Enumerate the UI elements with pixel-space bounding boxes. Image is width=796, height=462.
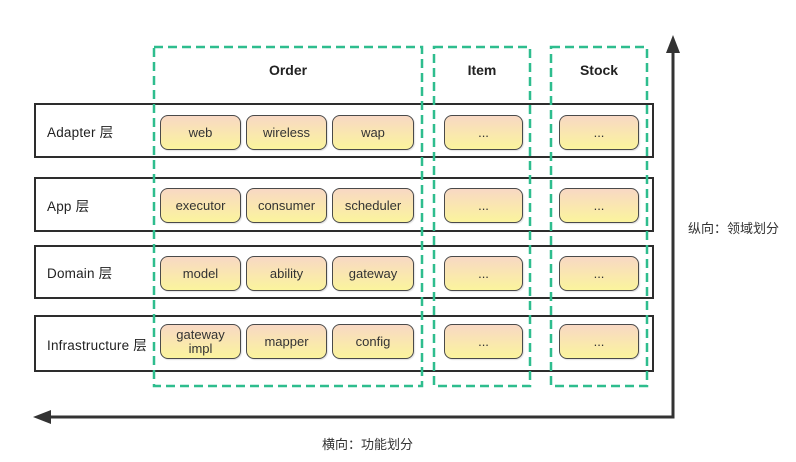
- column-header-stock: Stock: [579, 62, 619, 78]
- layer-label-infrastructure: Infrastructure 层: [47, 337, 147, 353]
- column-header-item: Item: [467, 62, 497, 78]
- layer-label-adapter: Adapter 层: [47, 124, 114, 140]
- module-box-app-item-ellipsis: ...: [444, 188, 523, 223]
- layer-label-domain: Domain 层: [47, 266, 113, 281]
- module-box-executor: executor: [160, 188, 241, 223]
- module-box-wireless: wireless: [246, 115, 327, 150]
- module-box-web: web: [160, 115, 241, 150]
- module-box-mapper: mapper: [246, 324, 327, 359]
- module-box-adapter-item-ellipsis: ...: [444, 115, 523, 150]
- vertical-axis-arrowhead-icon: [666, 35, 680, 53]
- module-box-adapter-stock-ellipsis: ...: [559, 115, 639, 150]
- module-box-consumer: consumer: [246, 188, 327, 223]
- module-box-infra-item-ellipsis: ...: [444, 324, 523, 359]
- module-box-scheduler: scheduler: [332, 188, 414, 223]
- module-box-wap: wap: [332, 115, 414, 150]
- vertical-axis-label: 纵向：领域划分: [688, 221, 780, 236]
- module-box-config: config: [332, 324, 414, 359]
- module-box-gateway-impl: gateway impl: [160, 324, 241, 359]
- column-header-order: Order: [268, 62, 308, 78]
- module-box-app-stock-ellipsis: ...: [559, 188, 639, 223]
- horizontal-axis-label: 横向：功能划分: [322, 437, 414, 452]
- layer-label-app: App 层: [47, 198, 90, 214]
- module-box-domain-item-ellipsis: ...: [444, 256, 523, 291]
- module-box-domain-stock-ellipsis: ...: [559, 256, 639, 291]
- module-box-ability: ability: [246, 256, 327, 291]
- module-box-model: model: [160, 256, 241, 291]
- module-box-gateway: gateway: [332, 256, 414, 291]
- horizontal-axis-arrowhead-icon: [33, 410, 51, 424]
- module-box-infra-stock-ellipsis: ...: [559, 324, 639, 359]
